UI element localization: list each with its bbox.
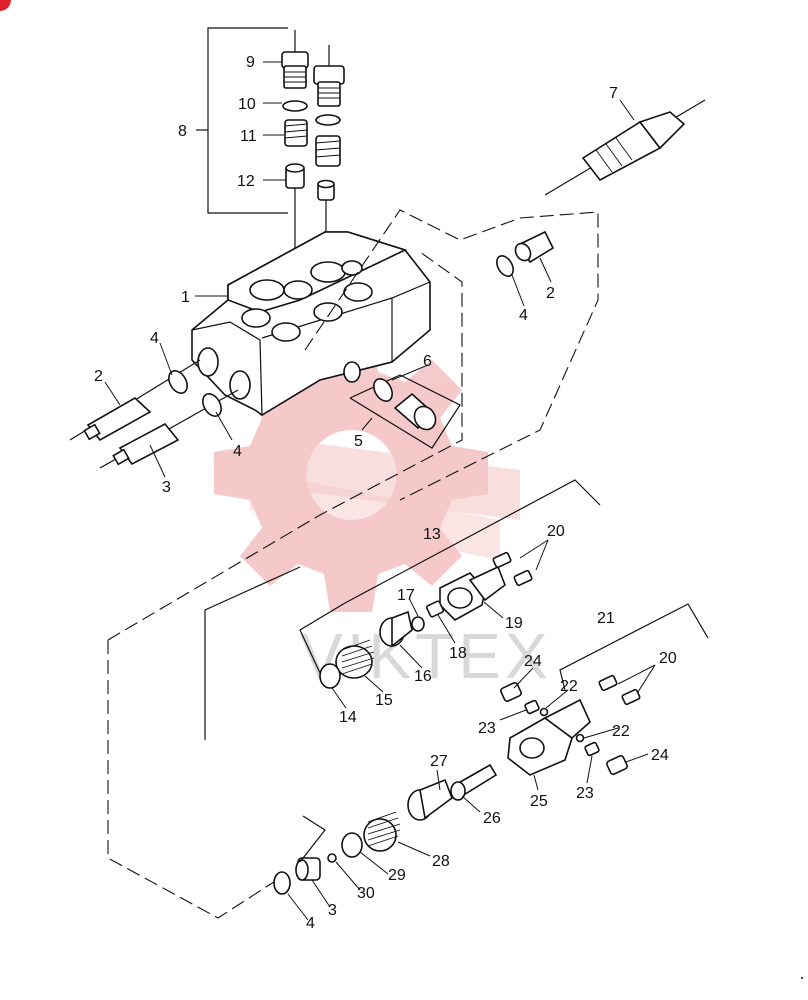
callout-23-upper: 23 — [478, 720, 496, 737]
bracket-13 — [299, 479, 601, 674]
part-17-washer — [411, 616, 425, 632]
callout-7: 7 — [609, 85, 618, 102]
part-16-seat — [379, 610, 413, 648]
callout-17: 17 — [397, 587, 415, 604]
part-5-plug — [393, 392, 437, 431]
callout-19: 19 — [505, 615, 523, 632]
callout-4-left-lower: 4 — [233, 443, 242, 460]
outline-upper — [304, 209, 599, 501]
part-2-plug-right — [514, 230, 555, 264]
part-18-screw — [425, 600, 445, 618]
callout-4-lower: 4 — [306, 915, 315, 932]
part-4-oring-right — [496, 255, 514, 277]
callout-16: 16 — [414, 668, 432, 685]
part-15-spring — [335, 639, 375, 679]
leader-lines — [104, 61, 656, 921]
part-7-relief-valve — [581, 111, 686, 182]
part-19-flange — [439, 565, 506, 621]
callout-20-upper: 20 — [547, 523, 565, 540]
part-4-oring-left-upper — [168, 370, 188, 394]
bracket-21 — [559, 603, 709, 691]
callout-24-upper: 24 — [524, 653, 542, 670]
part-3-spool-left — [112, 422, 180, 466]
part-4-oring-lower — [273, 871, 291, 895]
corner-dot — [801, 977, 803, 979]
callout-6: 6 — [423, 353, 432, 370]
callout-29: 29 — [388, 867, 406, 884]
callout-1: 1 — [181, 289, 190, 306]
callout-11: 11 — [240, 128, 257, 145]
callout-25: 25 — [530, 793, 548, 810]
part-9-plug-right — [313, 65, 345, 107]
callout-23-lower: 23 — [576, 785, 594, 802]
callout-labels: 9 10 11 12 8 1 4 2 4 3 6 5 7 2 4 13 20 1… — [94, 54, 677, 932]
bracket-8 — [196, 27, 288, 214]
part-29-washer — [341, 832, 363, 858]
part-26-spool — [450, 763, 498, 801]
outline-lower — [107, 640, 281, 919]
callout-2-left: 2 — [94, 368, 103, 385]
callout-26: 26 — [483, 810, 501, 827]
callout-4-left-upper: 4 — [150, 330, 159, 347]
part-10-oring-left — [282, 100, 308, 112]
callout-24-lower: 24 — [651, 747, 669, 764]
part-2-spool-left — [83, 397, 152, 442]
part-22-ball-lower — [575, 733, 585, 743]
callout-28: 28 — [432, 853, 450, 870]
part-11-spring-right — [315, 135, 341, 167]
callout-14: 14 — [339, 709, 357, 726]
part-25-housing — [507, 698, 591, 776]
part-24-plug-upper — [500, 682, 522, 702]
part-22-ball-upper — [539, 707, 549, 717]
part-30-ball — [327, 853, 337, 863]
part-3-cap-lower — [295, 857, 321, 881]
callout-3-lower: 3 — [328, 902, 337, 919]
part-24-plug-lower — [606, 755, 628, 775]
part-20-fitting-lower — [598, 674, 641, 706]
part-28-spring — [363, 811, 401, 852]
callout-5: 5 — [354, 433, 363, 450]
part-23-screw-lower — [584, 741, 600, 757]
callout-13: 13 — [423, 526, 441, 543]
callout-10: 10 — [238, 96, 256, 113]
callout-9: 9 — [246, 54, 255, 71]
part-20-fitting-upper — [492, 551, 533, 587]
outline-left — [107, 251, 463, 641]
corner-mark — [0, 0, 11, 11]
part-23-screw-upper — [524, 699, 540, 715]
callout-20-lower: 20 — [659, 650, 677, 667]
callout-22-upper: 22 — [560, 678, 578, 695]
part-11-spring-left — [284, 119, 308, 147]
part-10-oring-right — [315, 114, 341, 126]
callout-27: 27 — [430, 753, 448, 770]
callout-12: 12 — [237, 173, 255, 190]
part-6-oring — [373, 378, 393, 402]
part-14-washer — [319, 663, 341, 689]
part-12-poppet-right — [317, 179, 335, 201]
part-12-poppet-left — [285, 163, 305, 189]
callout-21: 21 — [597, 610, 615, 627]
part-4-oring-left-lower — [202, 393, 222, 417]
callout-2-right: 2 — [546, 285, 555, 302]
part-27-seat — [407, 778, 453, 821]
callout-15: 15 — [375, 692, 393, 709]
part-1-valve-body — [191, 231, 431, 416]
callout-18: 18 — [449, 645, 467, 662]
callout-30: 30 — [357, 885, 375, 902]
callout-8: 8 — [178, 123, 187, 140]
callout-22-lower: 22 — [612, 723, 630, 740]
callout-4-right: 4 — [519, 307, 528, 324]
part-9-plug-left — [281, 51, 309, 89]
callout-3-left: 3 — [162, 479, 171, 496]
